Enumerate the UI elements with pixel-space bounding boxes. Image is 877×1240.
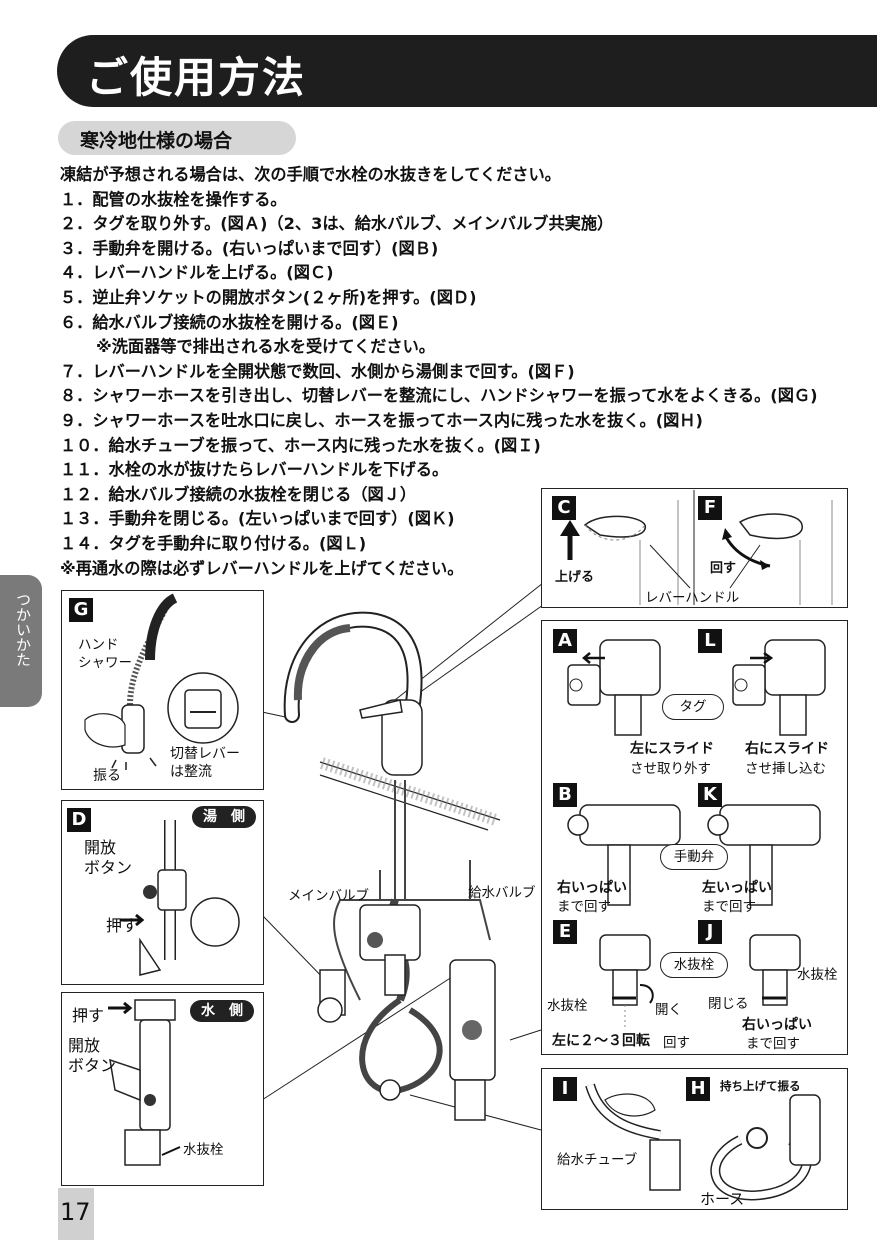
figure-label-d: D — [67, 808, 91, 832]
caption-push-water: 押す — [72, 1006, 105, 1025]
caption-a-line1: 左にスライド — [630, 741, 714, 757]
caption-k-line1: 左いっぱい — [702, 880, 772, 896]
tag-oval: タグ — [662, 694, 724, 720]
caption-push-d: 押す — [106, 916, 139, 935]
caption-j-drain-plug: 水抜栓 — [797, 967, 838, 983]
figure-label-l: L — [698, 629, 722, 653]
caption-switch-lever: 切替レバー は整流 — [170, 746, 240, 780]
caption-e-turn-suffix: 回す — [663, 1035, 690, 1051]
page-number-box — [58, 1188, 94, 1240]
instruction-step: １１．水栓の水が抜けたらレバーハンドルを下げる。 — [60, 460, 449, 480]
supply-valve-label: 給水バルブ — [468, 885, 536, 901]
figure-valves-box — [541, 620, 848, 1055]
side-tab — [0, 575, 42, 707]
instruction-step: １２．給水バルブ接続の水抜栓を閉じる（図Ｊ） — [60, 484, 417, 504]
instruction-list: 凍結が予想される場合は、次の手順で水栓の水抜きをしてください。 １．配管の水抜栓… — [60, 163, 877, 581]
title-bar — [57, 35, 877, 107]
water-side-badge: 水 側 — [190, 1000, 254, 1022]
instruction-step: １３．手動弁を閉じる。(左いっぱいまで回す）(図Ｋ) — [60, 509, 455, 529]
instruction-warning: ※再通水の際は必ずレバーハンドルを上げてください。 — [60, 558, 464, 578]
caption-a-line2: させ取り外す — [630, 761, 711, 777]
caption-lift-shake: 持ち上げて振る — [720, 1079, 801, 1093]
caption-hose: ホース — [700, 1190, 745, 1208]
caption-hand-shower: ハンド シャワー — [78, 637, 132, 671]
figure-label-f: F — [698, 496, 722, 520]
main-valve-label: メインバルブ — [288, 888, 369, 904]
figure-cf-box — [541, 488, 848, 608]
caption-j-line1: 右いっぱい — [742, 1017, 812, 1033]
caption-e-open: 開く — [655, 1002, 682, 1018]
caption-b-line1: 右いっぱい — [557, 880, 627, 896]
section-title: 寒冷地仕様の場合 — [80, 130, 233, 152]
figure-label-k: K — [698, 783, 722, 807]
caption-drain-plug-water: 水抜栓 — [183, 1142, 224, 1158]
drain-plug-oval: 水抜栓 — [660, 952, 728, 978]
caption-e-drain-plug: 水抜栓 — [547, 998, 588, 1014]
caption-turn: 回す — [710, 561, 737, 576]
instruction-step: ６．給水バルブ接続の水抜栓を開ける。(図Ｅ) — [60, 312, 399, 332]
caption-j-close: 閉じる — [708, 996, 749, 1012]
figure-label-h: H — [686, 1077, 710, 1101]
caption-release-button-d: 開放 ボタン — [84, 838, 133, 877]
hot-side-badge: 湯 側 — [192, 806, 256, 828]
figure-label-i: I — [553, 1077, 577, 1101]
caption-supply-tube: 給水チューブ — [557, 1152, 638, 1168]
instruction-step: ４．レバーハンドルを上げる。(図Ｃ) — [60, 263, 334, 283]
instruction-step: ９．シャワーホースを吐水口に戻し、ホースを振ってホース内に残った水を抜く。(図Ｈ… — [60, 410, 703, 430]
instruction-intro: 凍結が予想される場合は、次の手順で水栓の水抜きをしてください。 — [60, 165, 561, 184]
page-title: ご使用方法 — [86, 53, 307, 102]
caption-l-line2: させ挿し込む — [745, 761, 826, 777]
caption-b-line2: まで回す — [557, 899, 611, 915]
instruction-note: ※洗面器等で排出される水を受けてください。 — [96, 337, 435, 357]
instruction-step: １．配管の水抜栓を操作する。 — [60, 189, 287, 209]
caption-l-line1: 右にスライド — [745, 741, 829, 757]
caption-j-line2: まで回す — [746, 1036, 800, 1052]
instruction-step: ２．タグを取り外す。(図Ａ)（2、3は、給水バルブ、メインバルブ共実施） — [60, 214, 614, 234]
caption-release-button-water: 開放 ボタン — [68, 1036, 117, 1075]
manual-valve-oval: 手動弁 — [660, 844, 728, 870]
figure-label-j: J — [698, 920, 722, 944]
figure-label-b: B — [553, 783, 577, 807]
side-tab-label: つかいかた — [14, 592, 32, 667]
instruction-step: ８．シャワーホースを引き出し、切替レバーを整流にし、ハンドシャワーを振って水をよ… — [60, 386, 818, 406]
instruction-step: ３．手動弁を開ける。(右いっぱいまで回す）(図Ｂ) — [60, 238, 439, 258]
caption-e-turn: 左に２〜３回転 — [552, 1033, 650, 1049]
figure-label-g: G — [69, 598, 93, 622]
section-pill — [58, 121, 296, 155]
caption-raise: 上げる — [555, 570, 595, 585]
figure-label-c: C — [552, 496, 576, 520]
caption-lever-handle: レバーハンドル — [645, 590, 740, 606]
page-number: 17 — [60, 1198, 91, 1226]
instruction-step: １０．給水チューブを振って、ホース内に残った水を抜く。(図Ｉ) — [60, 435, 541, 455]
figure-label-a: A — [553, 629, 577, 653]
instruction-step: １４．タグを手動弁に取り付ける。(図Ｌ) — [60, 533, 367, 553]
caption-k-line2: まで回す — [702, 899, 756, 915]
instruction-step: ５．逆止弁ソケットの開放ボタン(２ヶ所)を押す。(図Ｄ) — [60, 287, 477, 307]
instruction-step: ７．レバーハンドルを全開状態で数回、水側から湯側まで回す。(図Ｆ) — [60, 361, 575, 381]
figure-label-e: E — [553, 920, 577, 944]
caption-shake: 振る — [93, 768, 121, 784]
